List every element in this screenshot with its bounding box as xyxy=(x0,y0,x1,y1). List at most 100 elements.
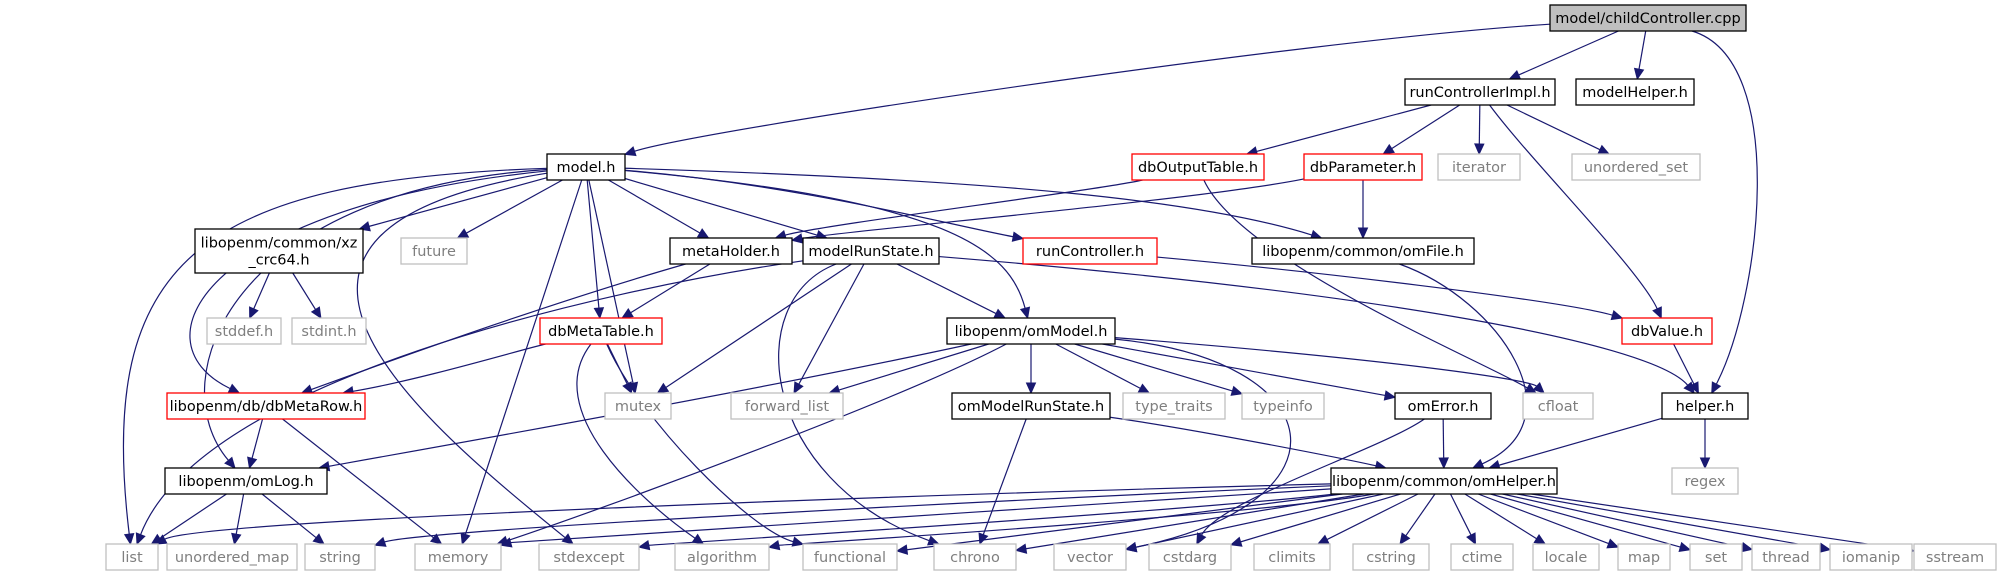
node-label-stdint: stdint.h xyxy=(301,324,356,340)
node-xz_crc64[interactable]: libopenm/common/xz_crc64.h xyxy=(194,228,364,274)
node-omModel[interactable]: libopenm/omModel.h xyxy=(946,317,1116,345)
node-model[interactable]: model.h xyxy=(546,153,626,181)
node-label-forward_list: forward_list xyxy=(745,399,829,415)
arrowhead-runController-to-dbValue xyxy=(1610,310,1624,321)
arrowhead-modelRunState-to-forward_list xyxy=(793,381,804,395)
node-label-xz_crc64-line-0: libopenm/common/xz xyxy=(201,236,358,252)
node-childController[interactable]: model/childController.cpp xyxy=(1549,4,1747,32)
node-label-chrono: chrono xyxy=(950,550,1000,566)
node-dbOutputTable[interactable]: dbOutputTable.h xyxy=(1131,153,1265,181)
node-box-cstdarg xyxy=(1148,543,1232,571)
node-box-string xyxy=(304,543,376,571)
node-stdint: stdint.h xyxy=(291,317,367,345)
node-box-omModelRunState xyxy=(951,392,1111,420)
node-set: set xyxy=(1689,543,1743,571)
edge-omHelper-to-functional xyxy=(906,493,1343,551)
arrowhead-model-to-omModel xyxy=(1019,306,1031,320)
node-label-model: model.h xyxy=(557,160,616,176)
arrowhead-runControllerImpl-to-dbParameter xyxy=(1382,143,1395,155)
node-box-childController xyxy=(1549,4,1747,32)
node-locale: locale xyxy=(1532,543,1600,571)
arrowhead-omModel-to-cfloat xyxy=(1532,381,1545,394)
edge-omModel-to-typeinfo xyxy=(1074,343,1233,392)
arrowhead-model-to-list xyxy=(123,532,135,546)
node-label-iomanip: iomanip xyxy=(1842,550,1900,566)
arrowhead-omHelper-to-algorithm xyxy=(767,539,781,551)
node-modelRunState[interactable]: modelRunState.h xyxy=(802,237,940,265)
edge-model-to-omFile xyxy=(624,167,1313,236)
edge-omModelRunState-to-chrono xyxy=(982,418,1027,535)
node-list: list xyxy=(105,543,159,571)
node-box-omHelper xyxy=(1330,467,1558,495)
node-box-algorithm xyxy=(674,543,770,571)
edge-runControllerImpl-to-iterator xyxy=(1478,104,1481,145)
node-sstream: sstream xyxy=(1913,543,1997,571)
node-label-future: future xyxy=(412,244,456,260)
arrowhead-metaHolder-to-dbMetaTable xyxy=(621,308,634,319)
node-label-cfloat: cfloat xyxy=(1538,399,1579,415)
edge-dbOutputTable-to-cfloat xyxy=(1203,179,1528,389)
node-metaHolder[interactable]: metaHolder.h xyxy=(669,237,793,265)
node-label-cstdarg: cstdarg xyxy=(1163,550,1217,566)
edge-xz_crc64-to-stddef xyxy=(253,272,270,310)
arrowhead-model-to-runController xyxy=(1011,231,1025,242)
node-box-future xyxy=(400,237,468,265)
arrowhead-model-to-dbMetaTable xyxy=(593,307,605,320)
arrowhead-omError-to-omHelper xyxy=(1438,457,1449,470)
node-box-forward_list xyxy=(730,392,844,420)
node-cstdarg: cstdarg xyxy=(1148,543,1232,571)
node-label-omFile: libopenm/common/omFile.h xyxy=(1262,244,1464,260)
arrowhead-omHelper-to-set xyxy=(1678,541,1692,552)
node-box-regex xyxy=(1671,467,1739,495)
node-dbMetaRow[interactable]: libopenm/db/dbMetaRow.h xyxy=(166,392,366,420)
node-box-ctime xyxy=(1450,543,1514,571)
node-helper[interactable]: helper.h xyxy=(1661,392,1749,420)
edge-omHelper-to-iomanip xyxy=(1516,493,1821,549)
arrowhead-omLog-to-unordered_map xyxy=(231,532,242,546)
node-box-cfloat xyxy=(1522,392,1594,420)
node-omFile[interactable]: libopenm/common/omFile.h xyxy=(1251,237,1475,265)
node-box-runControllerImpl xyxy=(1404,78,1556,106)
node-box-sstream xyxy=(1913,543,1997,571)
node-label-functional: functional xyxy=(814,550,886,566)
edge-omHelper-to-climits xyxy=(1326,493,1419,541)
node-dbValue[interactable]: dbValue.h xyxy=(1621,317,1713,345)
node-label-thread: thread xyxy=(1762,550,1810,566)
node-label-dbParameter: dbParameter.h xyxy=(1310,160,1416,176)
edge-omHelper-to-locale xyxy=(1464,493,1537,540)
node-box-metaHolder xyxy=(669,237,793,265)
edge-dbMetaRow-to-memory xyxy=(282,418,434,539)
edge-layer xyxy=(122,23,1916,555)
node-omError[interactable]: omError.h xyxy=(1394,392,1492,420)
node-dbMetaTable[interactable]: dbMetaTable.h xyxy=(539,317,663,345)
arrowhead-omLog-to-string xyxy=(312,533,325,545)
node-label-omLog: libopenm/omLog.h xyxy=(178,474,313,490)
edge-model-to-future xyxy=(465,179,563,234)
node-modelHelper[interactable]: modelHelper.h xyxy=(1575,78,1695,106)
node-omModelRunState[interactable]: omModelRunState.h xyxy=(951,392,1111,420)
node-regex: regex xyxy=(1671,467,1739,495)
arrowhead-dbParameter-to-metaHolder xyxy=(790,233,804,244)
node-box-unordered_map xyxy=(166,543,298,571)
node-label-mutex: mutex xyxy=(615,399,662,415)
edge-dbMetaTable-to-algorithm xyxy=(576,343,696,539)
node-dbParameter[interactable]: dbParameter.h xyxy=(1303,153,1423,181)
node-box-iomanip xyxy=(1829,543,1913,571)
node-runController[interactable]: runController.h xyxy=(1022,237,1158,265)
node-label-runControllerImpl: runControllerImpl.h xyxy=(1409,85,1550,101)
edge-omModel-to-omError xyxy=(1102,343,1386,397)
node-box-stdint xyxy=(291,317,367,345)
arrowhead-omHelper-to-cstdarg xyxy=(1229,536,1243,547)
edge-childController-to-runControllerImpl xyxy=(1518,30,1619,76)
node-type_traits: type_traits xyxy=(1122,392,1226,420)
arrowhead-modelRunState-to-chrono xyxy=(927,535,940,546)
edge-helper-to-omHelper xyxy=(1498,417,1663,466)
node-runControllerImpl[interactable]: runControllerImpl.h xyxy=(1404,78,1556,106)
node-omLog[interactable]: libopenm/omLog.h xyxy=(164,467,328,495)
node-memory: memory xyxy=(414,543,502,571)
node-cfloat: cfloat xyxy=(1522,392,1594,420)
node-label-metaHolder: metaHolder.h xyxy=(682,244,780,260)
edge-model-to-stdexcept xyxy=(356,172,566,539)
node-label-omModelRunState: omModelRunState.h xyxy=(958,399,1105,415)
node-omHelper[interactable]: libopenm/common/omHelper.h xyxy=(1330,467,1558,495)
